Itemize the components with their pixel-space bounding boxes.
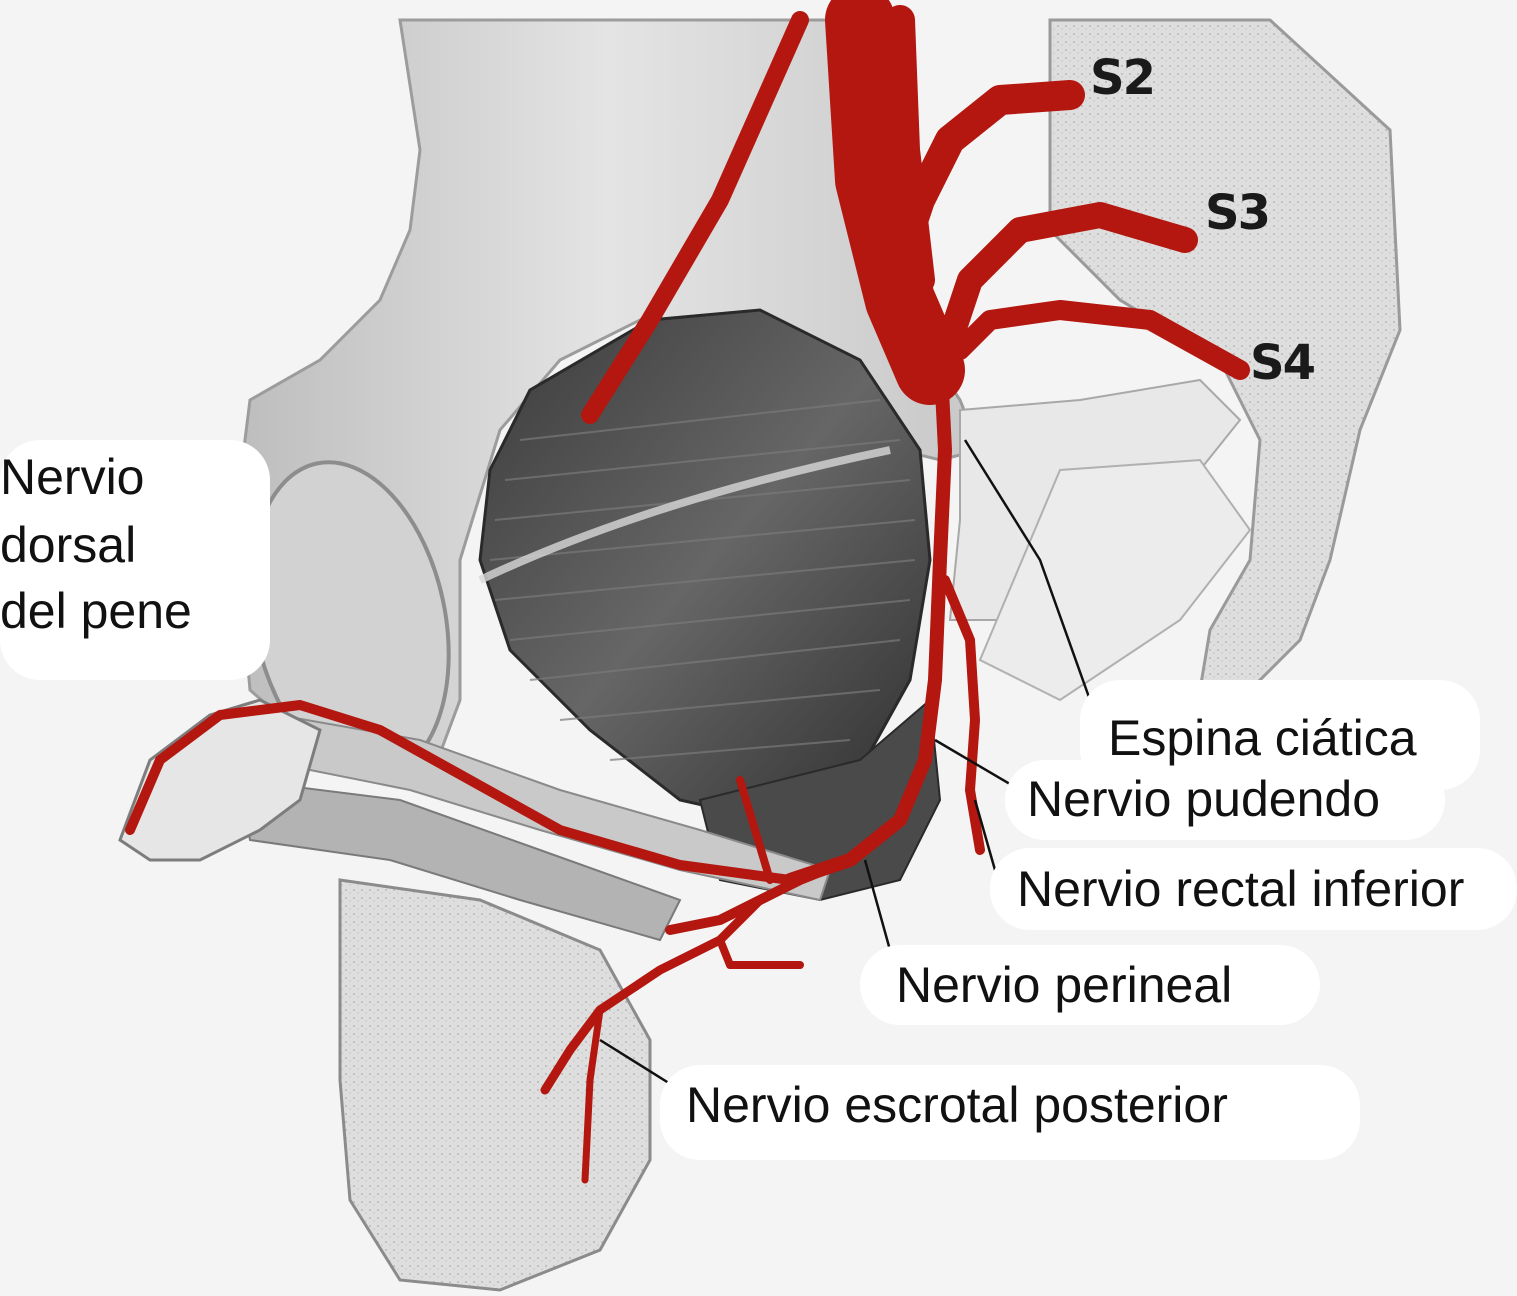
label-pudendal-nerve: Nervio pudendo: [1027, 771, 1381, 827]
leader-lines: [599, 439, 1092, 1092]
label-perineal-nerve: Nervio perineal: [896, 957, 1233, 1013]
penis: [118, 698, 322, 862]
label-inferior-rectal-nerve: Nervio rectal inferior: [1017, 861, 1465, 917]
leader-pudendal: [934, 738, 1021, 792]
s3-root: [937, 202, 1198, 353]
label-s3: S3: [1205, 185, 1271, 241]
label-backdrop-rectal: [990, 848, 1517, 930]
posterior-scrotal-nerve: [540, 895, 765, 1095]
leader-ischial-spine: [963, 439, 1092, 701]
s4-root: [950, 300, 1250, 380]
inferior-rectal-nerve: [940, 575, 985, 855]
urogenital-layer-1: [248, 708, 832, 902]
label-dorsal-nerve-line1: Nervio: [0, 449, 145, 505]
label-backdrop-pudendal: [1005, 760, 1445, 840]
obturator-nerve: [581, 11, 809, 424]
label-dorsal-nerve-line3: del pene: [0, 583, 192, 639]
label-ischial-spine: Espina ciática: [1108, 710, 1417, 766]
urogenital-layer-2: [238, 778, 682, 942]
label-dorsal-nerve-line2: dorsal: [0, 517, 137, 573]
pudendal-nerve: [783, 343, 952, 887]
sacral-plexus-trunk: [825, 0, 965, 405]
scrotum: [338, 878, 652, 1292]
muscle-highlight: [478, 446, 891, 584]
label-posterior-scrotal-nerve: Nervio escrotal posterior: [686, 1077, 1228, 1133]
label-backdrop-perineal: [860, 945, 1320, 1025]
leader-inferior-rectal: [973, 799, 997, 871]
dorsal-penile-nerve: [125, 700, 795, 885]
label-backdrop-scrotal: [660, 1065, 1360, 1160]
leader-perineal: [863, 859, 892, 951]
s2-root: [885, 80, 1085, 275]
label-s2: S2: [1090, 50, 1156, 106]
label-s4: S4: [1250, 335, 1316, 391]
label-backdrop-dorsal: [0, 440, 270, 680]
sacrotuberous-ligament: [978, 458, 1252, 702]
nerves: [125, 0, 1250, 1184]
